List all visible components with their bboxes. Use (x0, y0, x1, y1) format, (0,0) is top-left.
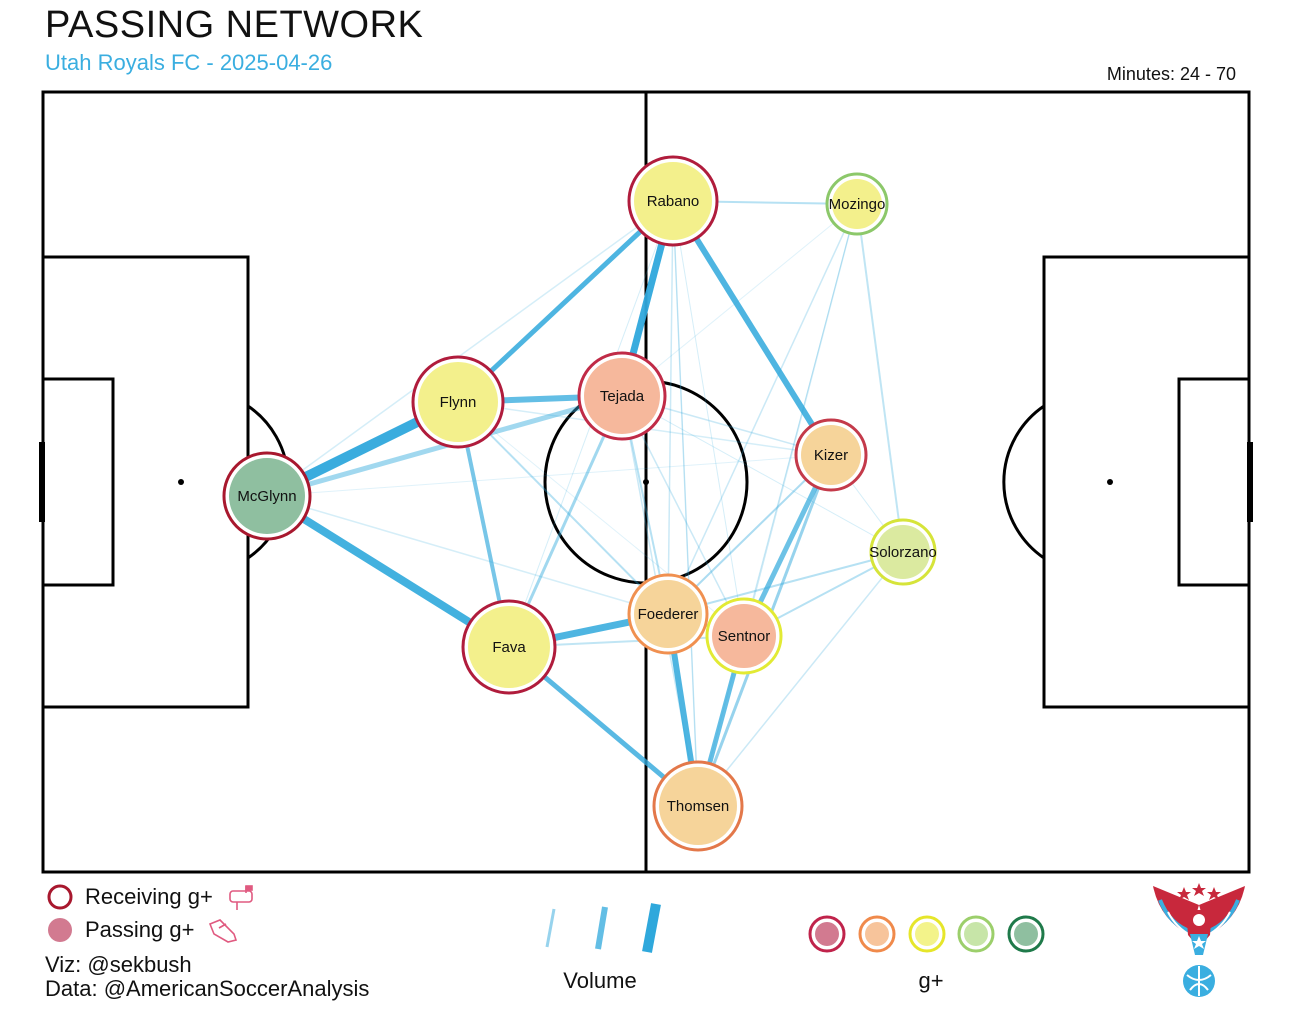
player-name-label: McGlynn (237, 488, 296, 505)
gplus-scale-fill-2 (865, 922, 889, 946)
player-name-label: Flynn (440, 394, 477, 411)
player-node-fava[interactable]: Fava (461, 599, 557, 695)
receiving-legend-marker (47, 884, 73, 910)
volume-legend-label: Volume (563, 968, 637, 993)
player-name-label: Solorzano (869, 544, 937, 561)
pass-link-mcglynn-fava (264, 492, 512, 651)
passing-fill (659, 767, 737, 845)
passing-fill (832, 179, 882, 229)
pass-link-mozingo-foederer (667, 203, 858, 615)
player-node-mcglynn[interactable]: McGlynn (222, 451, 312, 541)
receiving-legend-label: Receiving g+ (85, 884, 213, 909)
pass-link-mcglynn-foederer (266, 495, 669, 615)
pass-link-rabano-thomsen (672, 200, 699, 807)
player-node-tejada[interactable]: Tejada (577, 351, 667, 441)
pass-link-rabano-foederer (667, 200, 674, 615)
pass-link-flynn-foederer (457, 401, 669, 615)
viz-credit: Viz: @sekbush (45, 952, 192, 977)
pass-link-rabano-thomsen (672, 200, 699, 807)
american-soccer-analysis-logo (1153, 883, 1245, 997)
pass-link-mcglynn-rabano (266, 200, 674, 497)
passing-fill (712, 604, 776, 668)
pass-link-rabano-sentnor (672, 200, 745, 637)
player-name-label: Sentnor (718, 628, 771, 645)
right-penalty-spot (1107, 479, 1113, 485)
pass-link-tejada-sentnor (621, 395, 745, 637)
data-credit: Data: @AmericanSoccerAnalysis (45, 976, 370, 1001)
soccer-cleat-icon (208, 919, 238, 943)
player-name-label: Rabano (647, 193, 700, 210)
player-node-kizer[interactable]: Kizer (794, 418, 868, 492)
player-node-thomsen[interactable]: Thomsen (652, 760, 744, 852)
player-name-label: Mozingo (829, 196, 886, 213)
pass-link-rabano-kizer (670, 199, 834, 457)
pass-link-mozingo-solorzano (856, 203, 904, 553)
minutes-range: Minutes: 24 - 70 (1106, 64, 1236, 84)
passing-fill (634, 162, 712, 240)
passing-fill (801, 425, 861, 485)
pass-link-mcglynn-kizer (266, 454, 832, 497)
passing-fill (584, 358, 660, 434)
volume-legend (545, 903, 661, 953)
pass-link-mozingo-sentnor (743, 203, 858, 637)
gplus-scale-legend (808, 915, 1045, 953)
gplus-scale-fill-5 (1014, 922, 1038, 946)
pass-link-solorzano-thomsen (697, 551, 904, 807)
player-name-label: Thomsen (667, 798, 730, 815)
pass-link-tejada-solorzano (621, 395, 904, 553)
mailbox-icon (229, 885, 253, 910)
gplus-scale-fill-4 (964, 922, 988, 946)
passing-fill (876, 525, 930, 579)
player-node-rabano[interactable]: Rabano (627, 155, 719, 247)
pass-link-mozingo-tejada (621, 203, 858, 397)
match-subtitle: Utah Royals FC - 2025-04-26 (45, 50, 333, 75)
gplus-legend-label: g+ (918, 968, 944, 993)
passing-fill (229, 458, 305, 534)
pass-link-solorzano-foederer (667, 551, 904, 615)
gplus-scale-fill-3 (915, 922, 939, 946)
player-node-foederer[interactable]: Foederer (627, 573, 709, 655)
player-node-flynn[interactable]: Flynn (411, 355, 505, 449)
passing-legend-marker (48, 918, 72, 942)
player-name-label: Foederer (638, 606, 699, 623)
passing-legend-label: Passing g+ (85, 917, 195, 942)
page-title: PASSING NETWORK (45, 4, 424, 46)
passing-fill (418, 362, 498, 442)
left-goal (39, 442, 45, 522)
player-node-sentnor[interactable]: Sentnor (705, 597, 783, 675)
pass-links (264, 199, 904, 808)
pass-link-flynn-rabano (456, 199, 675, 404)
player-node-solorzano[interactable]: Solorzano (869, 518, 937, 586)
gplus-scale-fill-1 (815, 922, 839, 946)
player-name-label: Kizer (814, 447, 848, 464)
passing-fill (468, 606, 550, 688)
left-penalty-spot (178, 479, 184, 485)
player-name-label: Fava (492, 639, 526, 656)
player-name-label: Tejada (600, 388, 645, 405)
passing-fill (634, 580, 702, 648)
right-goal (1247, 442, 1253, 522)
player-node-mozingo[interactable]: Mozingo (825, 172, 889, 236)
center-spot (643, 479, 649, 485)
